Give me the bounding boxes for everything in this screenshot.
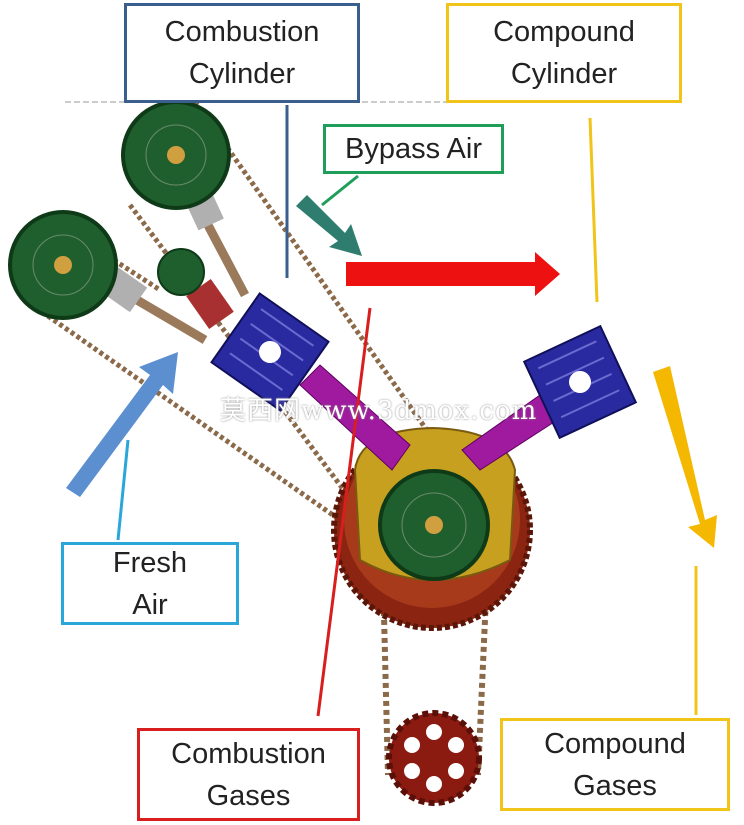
compound-gases-line-1: Compound [544, 727, 686, 760]
crank-pulley-ring [401, 492, 467, 558]
fresh-air-leader [116, 439, 130, 541]
bottom-sprocket [386, 710, 482, 806]
valve-spring [186, 279, 234, 329]
compound-exhaust-arrow [653, 366, 717, 548]
compound-gases-label: Compound Gases [500, 718, 730, 811]
compound-cylinder-line-1: Compound [493, 16, 635, 48]
combustion-cylinder-line-1: Combustion [164, 16, 320, 48]
left-cam-hub [54, 256, 72, 274]
bypass-air-label: Bypass Air [323, 124, 504, 174]
crank-pulley-hub [425, 516, 443, 534]
compound-cylinder-line-2: Cylinder [510, 58, 618, 90]
upper-cam-ring [145, 124, 207, 186]
combustion-piston [210, 292, 330, 412]
combustion-gases-label: Combustion Gases [137, 728, 360, 821]
compound-gases-line-2: Gases [573, 769, 657, 802]
combustion-cylinder-line-2: Cylinder [188, 58, 296, 90]
combustion-gases-line-1: Combustion [171, 737, 326, 770]
compound-cylinder-leader [588, 117, 599, 303]
fresh-air-line-1: Fresh [112, 546, 188, 579]
combustion-gases-line-2: Gases [206, 779, 291, 812]
bypass-air-arrow [296, 195, 362, 256]
drive-chain [380, 574, 490, 776]
compound-cylinder-label: Compound Cylinder [446, 3, 682, 103]
combustion-gases-leader [316, 307, 372, 717]
bottom-sprocket-holes [404, 724, 464, 792]
bypass-air-leader [321, 174, 359, 207]
fresh-air-arrow [66, 352, 178, 497]
fresh-air-label: Fresh Air [61, 542, 239, 625]
upper-cam-hub [167, 146, 185, 164]
idler-pulley [157, 248, 205, 296]
watermark-text: 莫西网www.3dmox.com [220, 396, 538, 426]
fresh-air-line-2: Air [132, 588, 168, 621]
combustion-cylinder-label: Combustion Cylinder [124, 3, 360, 103]
bypass-air-text: Bypass Air [345, 133, 482, 165]
left-cam-ring [32, 234, 94, 296]
transfer-arrow [346, 252, 560, 296]
compound-piston [522, 324, 638, 440]
